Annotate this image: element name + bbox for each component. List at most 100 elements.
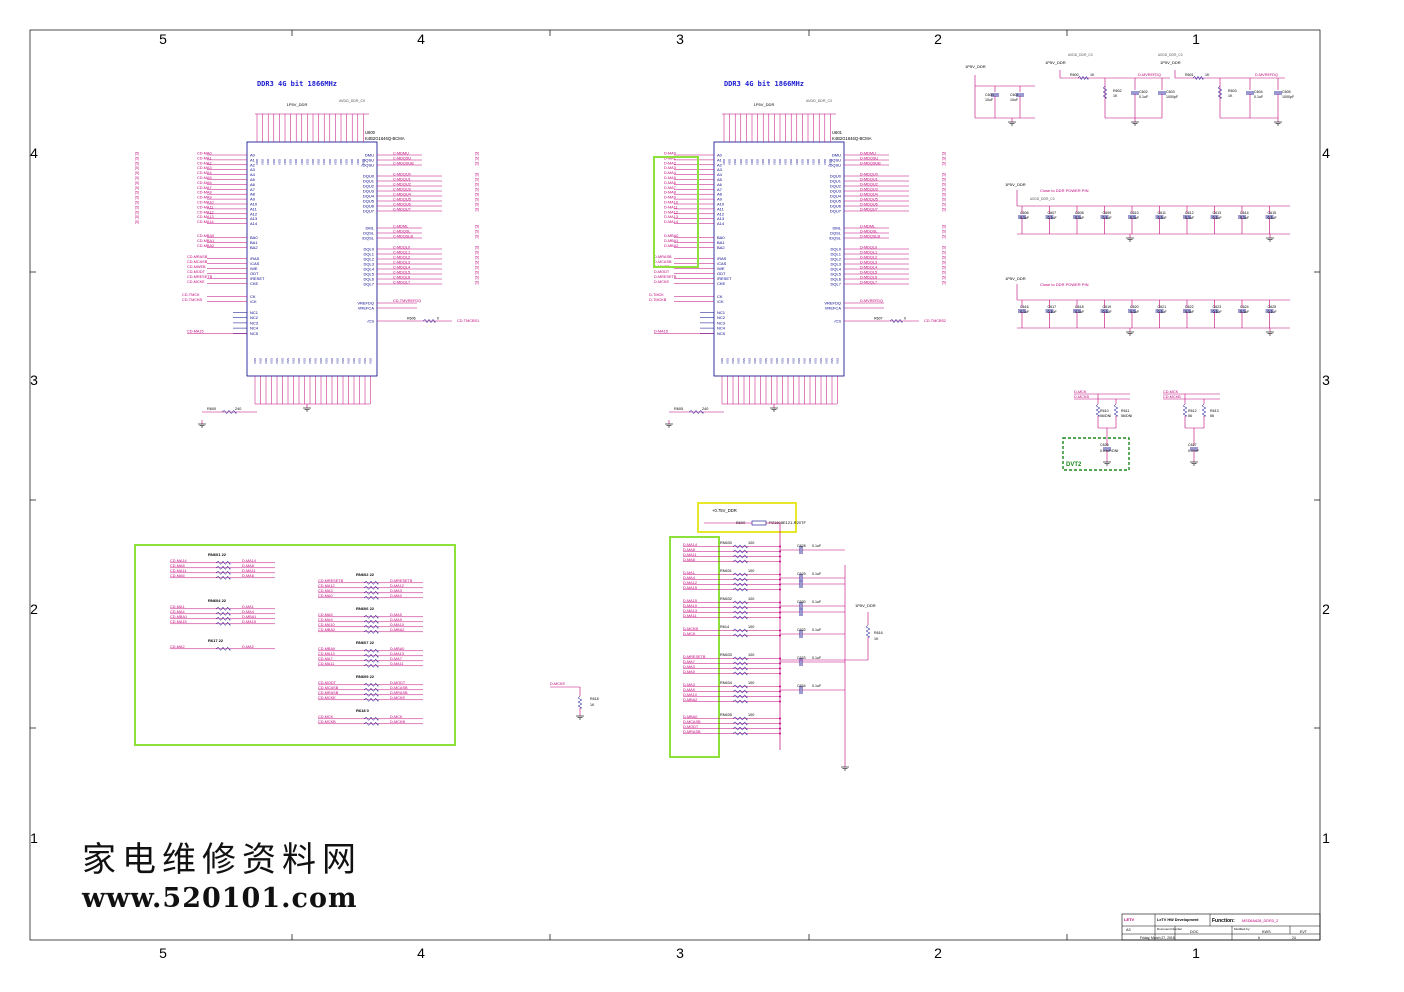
resistor-element	[732, 615, 748, 620]
net-label: CD-MCASB	[318, 686, 339, 690]
zone-label-bottom: 3	[676, 945, 684, 961]
pin-name: /DQSL	[829, 236, 842, 241]
net-label: D-MCKB	[390, 720, 405, 724]
pin-name: A10	[717, 202, 725, 207]
pin-name: VSS	[797, 358, 801, 364]
net-tag: [5]	[475, 183, 479, 187]
res-val: 240	[235, 407, 241, 411]
chip-part: K4B2G1646Q-BCMA	[365, 136, 405, 141]
net-label: D-MA5	[664, 176, 676, 180]
power-net: 1P5V_DDR	[1160, 60, 1181, 65]
cap-val: 0.1uF	[812, 544, 822, 548]
pin-name: A8	[250, 192, 256, 197]
pin-name: VDD	[277, 158, 281, 165]
cap-ref: C632	[797, 628, 806, 632]
net-label: D-MA15	[242, 620, 256, 624]
net-label: CD-MCK	[1163, 390, 1179, 394]
pin-name: VSS	[347, 358, 351, 364]
net-label: D-MBA2	[683, 698, 697, 702]
net-label: CD-TMCKB	[182, 298, 203, 302]
rn-val: 100	[748, 681, 754, 685]
cap-val: 0.1uF	[1268, 310, 1278, 314]
zone-label-left: 4	[30, 145, 38, 161]
net-label: CD-MA4	[170, 610, 185, 614]
pin-name: DQU5	[830, 199, 842, 204]
net-tag: [5]	[475, 208, 479, 212]
net-label: CD-MA1	[170, 605, 185, 609]
pin-name: DQL2	[831, 257, 842, 262]
pin-name: VSS	[808, 358, 812, 364]
net-label: D-MCKE	[390, 696, 405, 700]
net-label: CD-MCK	[318, 715, 334, 719]
net-label: D-MA4	[242, 610, 254, 614]
junction	[779, 606, 781, 609]
pin-name: DQL6	[364, 277, 375, 282]
net-label: D-MA8	[683, 548, 695, 552]
pin-name: VSS	[275, 358, 279, 364]
pin-name: VSS	[759, 358, 763, 364]
pin-name: DQU4	[830, 194, 842, 199]
pin-name: VSS	[363, 358, 367, 364]
pin-name: DQU5	[363, 199, 375, 204]
pin-name: VDD	[266, 158, 270, 165]
pin-name: DMU	[365, 153, 374, 158]
rn-val: 100	[748, 541, 754, 545]
net-label: D-MDQU4	[860, 193, 878, 197]
net-label: C-MDMU	[393, 152, 409, 156]
net-tag: [5]	[135, 156, 139, 160]
vref-net: AVDD_DDR_C0	[1158, 53, 1183, 57]
resistor	[1182, 403, 1188, 417]
cap-ref: C622	[1185, 305, 1194, 309]
junction	[779, 545, 781, 548]
pin-name: VDD	[739, 158, 743, 165]
res-val: 1K	[874, 637, 879, 641]
pin-name: VSS	[358, 358, 362, 364]
net-tag: [5]	[475, 266, 479, 270]
resistor	[865, 624, 871, 638]
pin-name: DQSL	[363, 231, 375, 236]
cap-ref: C602	[1139, 90, 1148, 94]
date: Friday, March 27, 2015	[1140, 936, 1175, 940]
resistor-element	[363, 716, 379, 722]
net-label: CD-MA13	[197, 215, 214, 219]
power-net: 1P5V_DDR	[855, 603, 876, 608]
resistor-element	[732, 600, 748, 605]
cap-ref: C630	[797, 600, 806, 604]
pin-name: DQSU	[829, 158, 841, 163]
net-label: CD-MA1	[197, 156, 212, 160]
resistor	[1095, 403, 1101, 417]
res-ref: R610	[1100, 409, 1109, 413]
pin-name: VSS	[731, 358, 735, 364]
rev: EVT	[1300, 930, 1308, 934]
pin-name: /CS	[367, 319, 374, 324]
resistor-element	[732, 554, 748, 559]
net-tag: [5]	[475, 261, 479, 265]
cap-val: 10uF	[985, 98, 994, 102]
net-tag: [5]	[942, 173, 946, 177]
net-label: D-MRESETB	[390, 579, 413, 583]
pin-name: DQL5	[364, 272, 375, 277]
net-label: D-MA1	[664, 156, 676, 160]
chip-ref: U600	[365, 130, 376, 135]
net-label: D-MA11	[242, 569, 256, 573]
cap-ref: C608	[1075, 211, 1084, 215]
pin-name: NC3	[717, 320, 726, 325]
pin-name: VSS	[770, 358, 774, 364]
net-label: D-MA2	[664, 161, 676, 165]
rn-ref: RN601 22	[208, 552, 227, 557]
net-tag: [5]	[135, 205, 139, 209]
net-label: D-MA11	[683, 614, 697, 618]
resistor-element	[363, 585, 379, 591]
pin-name: DMU	[832, 153, 841, 158]
layout-note: Close to DDR POWER PIN	[1040, 282, 1089, 287]
net-label: D-MCKB	[1074, 395, 1089, 399]
net-label: CD-MA14	[197, 220, 214, 224]
cap-val: 0.1uF	[1254, 95, 1264, 99]
resistor-element	[732, 628, 748, 633]
zone-label-bottom: 2	[934, 945, 942, 961]
res-ref: R612	[1188, 409, 1197, 413]
vref-divider-block: 1P5V_DDRC60010uFC60110uF1P5V_DDRAVDD_DDR…	[965, 53, 1295, 126]
net-tag: [5]	[942, 281, 946, 285]
watermark: 家电维修资料网 www.520101.com	[82, 832, 362, 914]
junction	[779, 657, 781, 660]
